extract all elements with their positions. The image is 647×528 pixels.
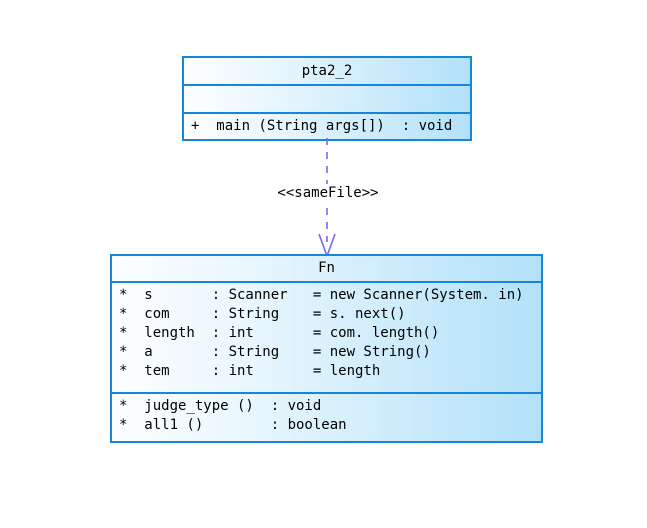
attributes-compartment-Fn: * s : Scanner = new Scanner(System. in) … bbox=[112, 281, 541, 392]
attribute-row[interactable]: * a : String = new String() bbox=[119, 344, 431, 360]
operation-row[interactable]: * all1 () : boolean bbox=[119, 417, 347, 433]
operations-compartment-Fn: * judge_type () : void * all1 () : boole… bbox=[112, 392, 541, 441]
class-box-Fn[interactable]: Fn * s : Scanner = new Scanner(System. i… bbox=[110, 254, 543, 443]
attribute-row[interactable]: * tem : int = length bbox=[119, 363, 381, 379]
dependency-stereotype-label: <<sameFile>> bbox=[265, 184, 391, 202]
attribute-row[interactable]: * length : int = com. length() bbox=[119, 325, 440, 341]
class-name-Fn: Fn bbox=[318, 260, 335, 276]
arrowhead-icon bbox=[318, 233, 336, 258]
attributes-compartment-pta2_2 bbox=[184, 84, 470, 112]
operation-row[interactable]: + main (String args[]) : void bbox=[191, 118, 453, 134]
operation-row[interactable]: * judge_type () : void bbox=[119, 398, 322, 414]
attribute-row[interactable]: * s : Scanner = new Scanner(System. in) bbox=[119, 287, 524, 303]
class-box-pta2_2[interactable]: pta2_2 + main (String args[]) : void bbox=[182, 56, 472, 141]
attribute-row[interactable]: * com : String = s. next() bbox=[119, 306, 406, 322]
operations-compartment-pta2_2: + main (String args[]) : void bbox=[184, 112, 470, 139]
class-name-pta2_2: pta2_2 bbox=[301, 63, 353, 79]
